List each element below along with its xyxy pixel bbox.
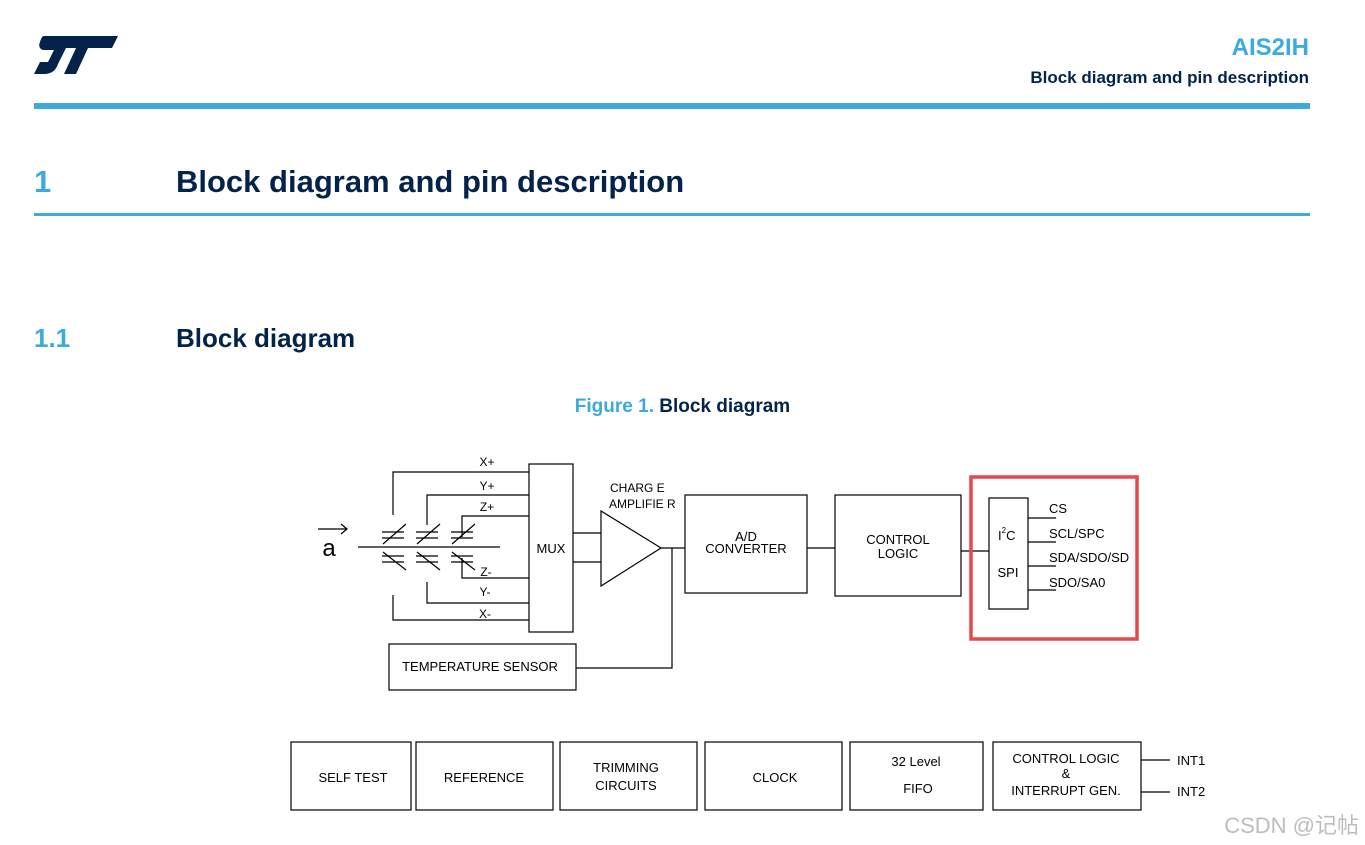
spi-label: SPI (998, 565, 1019, 580)
mux-label: MUX (537, 541, 566, 556)
pin-scl-spc: SCL/SPC (1049, 526, 1105, 541)
temperature-sensor-block (388, 643, 577, 691)
document-subtitle: Block diagram and pin description (1030, 68, 1309, 87)
mux-input-y-minus: Y- (480, 585, 491, 599)
trimming-label-line1: TRIMMING (593, 760, 659, 775)
figure-caption: Figure 1. Block diagram (0, 396, 1365, 418)
interrupt-block (992, 741, 1142, 811)
fifo-block (849, 741, 984, 811)
trimming-block (559, 741, 698, 811)
clock-block (704, 741, 843, 811)
adc-label-line1: A/D (735, 529, 757, 544)
control-logic-label-line1: CONTROL (866, 532, 930, 547)
section-number: 1 (34, 164, 52, 199)
watermark: CSDN @记帖 (1224, 813, 1359, 838)
pin-cs: CS (1049, 501, 1067, 516)
subsection-number: 1.1 (34, 323, 71, 353)
interrupt-label-line2: & (1062, 766, 1071, 781)
section-title: Block diagram and pin description (176, 164, 685, 199)
figure-title: Block diagram (659, 396, 791, 417)
mux-block (528, 463, 574, 633)
self-test-block (290, 741, 412, 811)
charge-amplifier-triangle (600, 509, 663, 588)
capacitor-icons (382, 523, 476, 571)
mux-input-z-minus: Z- (480, 565, 491, 579)
highlight-box (969, 475, 1139, 641)
section-divider (34, 213, 1310, 216)
interrupt-label-line3: INTERRUPT GEN. (1011, 783, 1121, 798)
charge-amplifier-label-line1: CHARG E (610, 481, 665, 495)
reference-label: REFERENCE (444, 770, 525, 785)
mux-input-z-plus: Z+ (480, 500, 494, 514)
pin-int2: INT2 (1177, 784, 1205, 799)
charge-amplifier-label-line2: AMPLIFIE R (609, 497, 676, 511)
document-product-name: AIS2IH (1231, 34, 1309, 61)
mux-input-x-minus: X- (479, 607, 491, 621)
interface-block (988, 497, 1029, 610)
mux-input-x-plus: X+ (479, 455, 494, 469)
pin-int1: INT1 (1177, 753, 1205, 768)
pin-sdo-sa0: SDO/SA0 (1049, 575, 1105, 590)
pin-sda-sdo-sd: SDA/SDO/SD (1049, 550, 1129, 565)
figure-label: Figure 1. (574, 396, 654, 417)
adc-block (684, 494, 808, 594)
header-divider (34, 103, 1310, 109)
subsection-title: Block diagram (176, 323, 356, 353)
adc-label-line2: CONVERTER (705, 541, 786, 556)
i2c-label: I2C (998, 526, 1015, 543)
reference-block (415, 741, 554, 811)
trimming-label-line2: CIRCUITS (595, 778, 657, 793)
control-logic-block (834, 494, 962, 597)
clock-label: CLOCK (753, 770, 798, 785)
self-test-label: SELF TEST (318, 770, 387, 785)
input-acceleration-label: a (322, 535, 336, 562)
fifo-label-line2: FIFO (903, 781, 933, 796)
interrupt-label-line1: CONTROL LOGIC (1012, 751, 1119, 766)
temperature-sensor-label: TEMPERATURE SENSOR (402, 659, 558, 674)
st-logo (34, 36, 118, 74)
mux-input-y-plus: Y+ (479, 479, 494, 493)
fifo-label-line1: 32 Level (891, 754, 940, 769)
control-logic-label-line2: LOGIC (878, 546, 918, 561)
